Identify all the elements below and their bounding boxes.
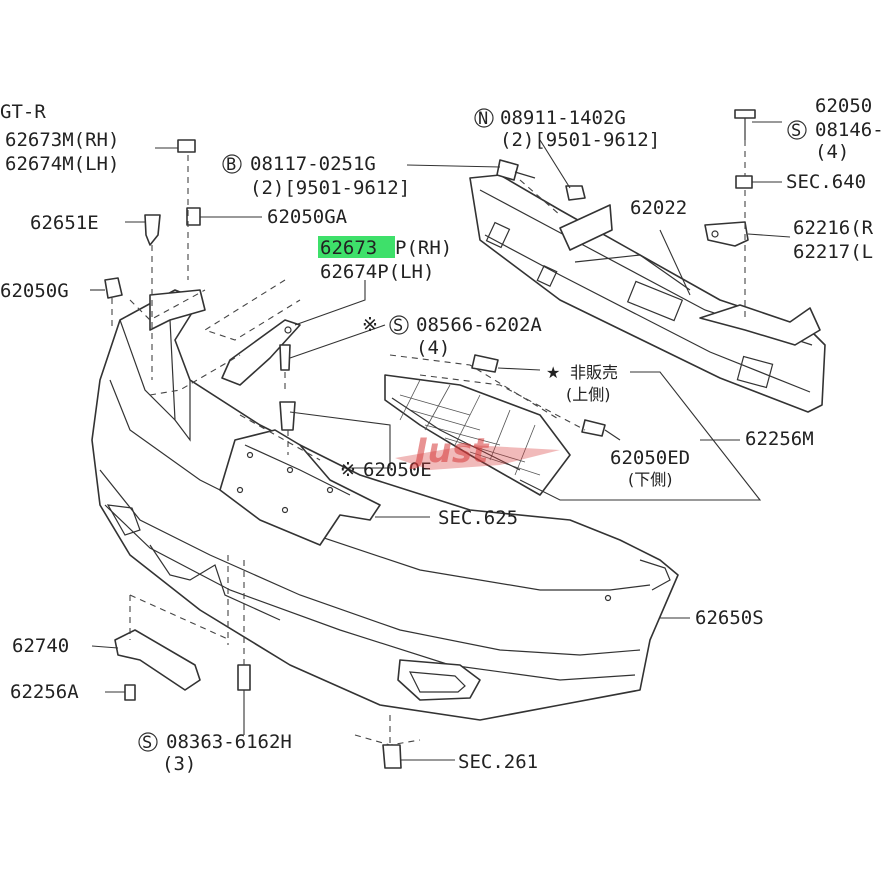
screw-08566 <box>279 344 291 371</box>
bracket-62740 <box>114 629 201 691</box>
bolt-08117 <box>496 159 519 181</box>
label-lower-side: (下側) <box>628 470 673 489</box>
label-62050ga: 62050GA <box>267 206 348 228</box>
label-08566: 08566-6202A <box>416 314 542 336</box>
bolt-62256a <box>124 684 136 701</box>
screw-08363 <box>237 664 251 691</box>
screw-62050e <box>279 401 296 431</box>
assembly-lines <box>111 140 746 746</box>
label-ref-s-08566: S <box>393 316 403 336</box>
label-08363: 08363-6162H <box>166 731 292 753</box>
watermark-swoosh <box>395 445 560 470</box>
bracket-62673m <box>177 139 196 153</box>
label-sec261: SEC.261 <box>458 751 538 773</box>
label-62216: 62216(R <box>793 217 874 239</box>
label-08146-qty: (4) <box>815 141 849 163</box>
highlight-62673p <box>318 236 395 258</box>
label-62673p-highlight: 62673 <box>320 237 377 259</box>
bumper-fascia <box>91 289 679 721</box>
bracket-62673p <box>221 319 301 386</box>
label-ref-b: B <box>226 155 236 175</box>
label-62674m: 62674M(LH) <box>5 153 119 175</box>
label-62673m: 62673M(RH) <box>5 129 119 151</box>
label-upper-side: (上側) <box>566 385 611 404</box>
watermark-logo: Just <box>409 431 490 471</box>
clip-sec261 <box>382 744 402 769</box>
label-62217: 62217(L <box>793 241 873 263</box>
leader-lines <box>90 121 791 761</box>
label-08566-qty: (4) <box>416 337 450 359</box>
lower-panel <box>219 429 381 546</box>
clip-62050ed <box>581 419 606 437</box>
label-sec625: SEC.625 <box>438 507 518 529</box>
label-62050-partial: 62050 <box>815 95 872 117</box>
bracket-62216 <box>704 221 749 247</box>
nut-08911 <box>565 185 586 201</box>
label-62650s: 62650S <box>695 607 764 629</box>
label-ref-s-08363: S <box>142 733 152 753</box>
label-62673p-suffix: P(RH) <box>395 237 452 259</box>
label-ref-n: N <box>478 109 488 129</box>
nut-sec640 <box>735 175 753 189</box>
label-ref-s-08146: S <box>791 121 801 141</box>
label-08146: 08146- <box>815 119 884 141</box>
label-62050g: 62050G <box>0 280 69 302</box>
clip-62651e <box>144 214 161 246</box>
label-62740: 62740 <box>12 635 69 657</box>
grille-insert <box>384 374 571 496</box>
label-62256m: 62256M <box>745 428 814 450</box>
label-62022: 62022 <box>630 197 687 219</box>
label-08911: 08911-1402G <box>500 107 626 129</box>
label-62050e: 62050E <box>363 459 432 481</box>
label-62050ed: 62050ED <box>610 447 690 469</box>
mark-08566: ※ <box>362 314 378 336</box>
bolt-08146 <box>734 109 756 119</box>
label-08363-qty: (3) <box>162 753 196 775</box>
label-not-for-sale: 非販売 <box>570 363 618 382</box>
label-top-left-partial: GT-R <box>0 101 46 123</box>
label-08911-qty: (2)[9501-9612] <box>500 129 660 151</box>
reinforcement-beam <box>469 174 826 413</box>
label-62256a: 62256A <box>10 681 79 703</box>
label-08117-qty: (2)[9501-9612] <box>250 177 410 199</box>
label-sec640: SEC.640 <box>786 171 866 193</box>
clip-upper <box>471 354 499 373</box>
label-62674p: 62674P(LH) <box>320 261 434 283</box>
label-08117: 08117-0251G <box>250 153 376 175</box>
mark-star: ★ <box>546 363 560 382</box>
clip-62050g <box>104 277 123 299</box>
side-bracket <box>149 289 206 331</box>
clip-62050ga <box>186 207 201 226</box>
label-62651e: 62651E <box>30 212 99 234</box>
mark-62050e: ※ <box>340 459 356 481</box>
